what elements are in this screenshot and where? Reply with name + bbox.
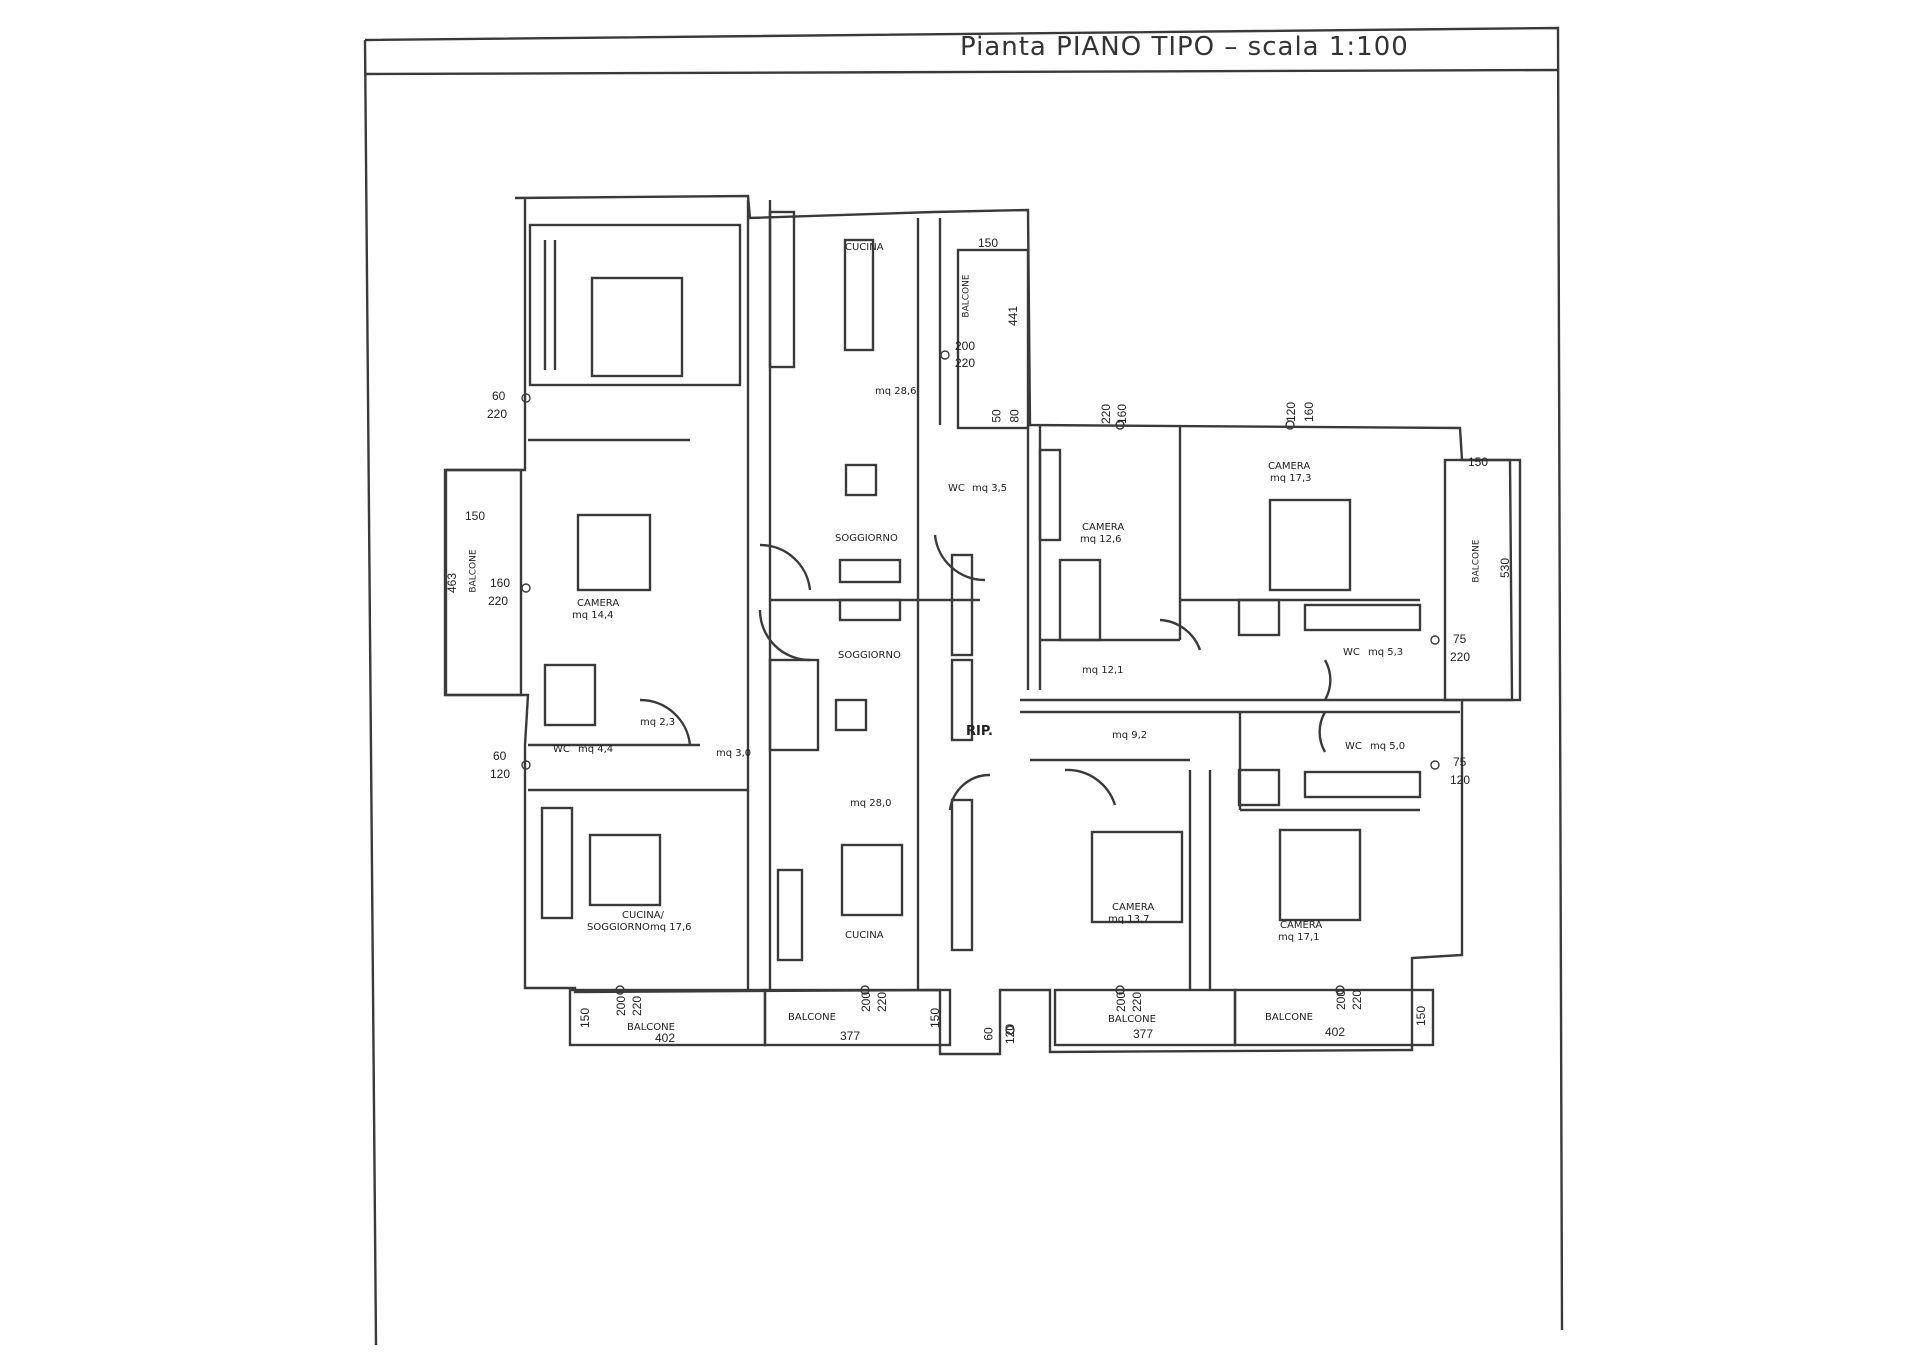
room-name-wc-50: WC bbox=[1345, 741, 1362, 752]
window-w7-a: 120 bbox=[1284, 401, 1299, 423]
balcone-label-bottom-2: BALCONE bbox=[788, 1012, 836, 1023]
window-w4-b: 220 bbox=[955, 356, 976, 370]
window-w13-b: 220 bbox=[1130, 991, 1145, 1013]
room-name-soggiorno-mid: SOGGIORNO bbox=[838, 650, 901, 661]
room-area-camera-173: mq 17,3 bbox=[1270, 473, 1312, 484]
window-w14-a: 200 bbox=[1334, 989, 1349, 1011]
room-area-wc-53: mq 5,3 bbox=[1368, 647, 1404, 658]
balcone-dim-bottom-3: 377 bbox=[1133, 1027, 1154, 1041]
room-area-cucina-top: mq 28,6 bbox=[875, 386, 917, 397]
room-name-camera-126: CAMERA bbox=[1082, 522, 1125, 533]
window-w6-b: 160 bbox=[1115, 403, 1130, 425]
balcone-right bbox=[1443, 458, 1522, 702]
window-w12-b: 120 bbox=[1003, 1023, 1018, 1045]
window-w4-a: 200 bbox=[955, 339, 976, 353]
window-w9-a: 75 bbox=[1453, 755, 1467, 769]
room-area-soggiorno-mid: mq 28,0 bbox=[850, 798, 892, 809]
room-area-disimpegno-left: mq 2,3 bbox=[640, 717, 676, 728]
window-w16-a: 150 bbox=[928, 1007, 943, 1029]
window-w10-b: 220 bbox=[630, 995, 645, 1017]
room-area-camera-126: mq 12,6 bbox=[1080, 534, 1122, 545]
title-rule bbox=[364, 68, 1559, 76]
window-w7-b: 160 bbox=[1302, 401, 1317, 423]
balcone-dim-right-length: 530 bbox=[1498, 557, 1513, 579]
balcone-left bbox=[444, 468, 523, 697]
building-outline bbox=[443, 194, 1514, 1056]
room-name-camera-171: CAMERA bbox=[1280, 920, 1323, 931]
room-area-camera-137: mq 13,7 bbox=[1108, 914, 1150, 925]
room-name-cucina-soggiorno: CUCINA/ bbox=[622, 910, 664, 921]
window-w3-a: 60 bbox=[493, 749, 507, 763]
balcone-bottom-4 bbox=[1233, 988, 1435, 1047]
balcone-label-bottom-1: BALCONE bbox=[627, 1022, 675, 1033]
window-w2-b: 220 bbox=[488, 594, 509, 608]
window-w2-a: 160 bbox=[490, 576, 511, 590]
stair-core bbox=[590, 276, 684, 378]
room-area-wc-left: mq 4,4 bbox=[578, 744, 614, 755]
window-w8-a: 75 bbox=[1453, 632, 1467, 646]
balcone-dim-left-length: 463 bbox=[445, 572, 460, 594]
room-area-camera-171: mq 17,1 bbox=[1278, 932, 1320, 943]
plan-title: Pianta PIANO TIPO – scala 1:100 bbox=[960, 32, 1409, 62]
balcone-dim-top-right-length: 441 bbox=[1006, 305, 1021, 327]
balcone-dim-bottom-1: 402 bbox=[655, 1031, 676, 1045]
window-w15-a: 150 bbox=[578, 1007, 593, 1029]
sheet-frame bbox=[363, 26, 1564, 1346]
window-w17-a: 150 bbox=[1414, 1005, 1429, 1027]
room-area-ripost-left: mq 3,0 bbox=[716, 748, 752, 759]
window-w14-b: 220 bbox=[1350, 989, 1365, 1011]
room-area-corridor-92: mq 9,2 bbox=[1112, 730, 1148, 741]
room-name-cucina-soggiorno-2: SOGGIORNO bbox=[587, 922, 650, 933]
room-name-cucina-bottom: CUCINA bbox=[845, 930, 884, 941]
room-area-wc-50: mq 5,0 bbox=[1370, 741, 1406, 752]
balcone-label-bottom-3: BALCONE bbox=[1108, 1014, 1156, 1025]
balcone-label-left: BALCONE bbox=[468, 549, 479, 593]
room-name-wc-53: WC bbox=[1343, 647, 1360, 658]
window-w11-a: 200 bbox=[859, 991, 874, 1013]
window-w9-b: 120 bbox=[1450, 773, 1471, 787]
balcone-label-top-right: BALCONE bbox=[961, 274, 972, 318]
room-name-camera-left: CAMERA bbox=[577, 598, 620, 609]
window-w12-a: 60 bbox=[981, 1027, 996, 1041]
balcone-dim-left-width: 150 bbox=[465, 509, 486, 523]
balcone-bottom-2 bbox=[763, 988, 952, 1047]
room-name-rip: RIP. bbox=[966, 724, 993, 739]
room-name-wc-left: WC bbox=[553, 744, 570, 755]
window-w5-b: 80 bbox=[1007, 409, 1022, 423]
window-w10-a: 200 bbox=[614, 995, 629, 1017]
window-w1-b: 220 bbox=[487, 407, 508, 421]
window-w3-b: 120 bbox=[490, 767, 511, 781]
room-area-corridor-121: mq 12,1 bbox=[1082, 665, 1124, 676]
room-name-camera-173: CAMERA bbox=[1268, 461, 1311, 472]
window-w11-b: 220 bbox=[875, 991, 890, 1013]
window-w5-a: 50 bbox=[989, 409, 1004, 423]
room-name-wc-top-right: WC bbox=[948, 483, 965, 494]
window-w1-a: 60 bbox=[492, 389, 506, 403]
balcone-dim-bottom-4: 402 bbox=[1325, 1025, 1346, 1039]
room-name-cucina-top: CUCINA bbox=[845, 242, 884, 253]
balcone-label-bottom-4: BALCONE bbox=[1265, 1012, 1313, 1023]
room-area-camera-left: mq 14,4 bbox=[572, 610, 614, 621]
room-area-wc-top-right: mq 3,5 bbox=[972, 483, 1008, 494]
balcone-dim-right-width: 150 bbox=[1468, 455, 1489, 469]
balcone-label-right: BALCONE bbox=[1471, 539, 1482, 583]
balcone-top-right bbox=[956, 248, 1030, 430]
balcone-dim-top-right-width: 150 bbox=[978, 236, 999, 250]
room-area-cucina-soggiorno: mq 17,6 bbox=[650, 922, 692, 933]
window-w13-a: 200 bbox=[1114, 991, 1129, 1013]
window-w6-a: 220 bbox=[1099, 403, 1114, 425]
room-name-soggiorno-top: SOGGIORNO bbox=[835, 533, 898, 544]
balcone-dim-bottom-2: 377 bbox=[840, 1029, 861, 1043]
room-name-camera-137: CAMERA bbox=[1112, 902, 1155, 913]
window-w8-b: 220 bbox=[1450, 650, 1471, 664]
